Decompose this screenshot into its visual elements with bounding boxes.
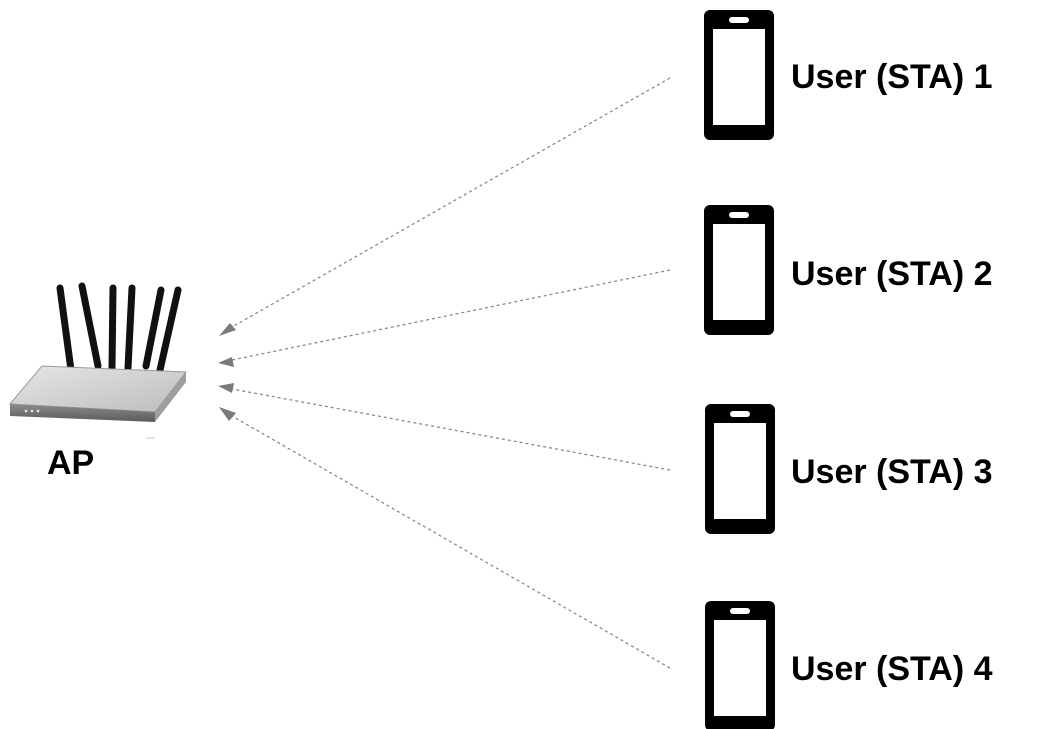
arrowhead-1 bbox=[219, 323, 236, 336]
station-label-1: User (STA) 1 bbox=[791, 58, 993, 96]
arrowhead-2 bbox=[218, 357, 234, 367]
smartphone-icon bbox=[705, 601, 775, 729]
arrowhead-4 bbox=[219, 407, 236, 421]
router-front bbox=[10, 404, 155, 422]
links bbox=[218, 77, 671, 669]
smartphone-icon bbox=[704, 10, 774, 140]
ap-label: AP bbox=[47, 444, 95, 482]
link-sta-2 bbox=[231, 269, 671, 361]
antennas bbox=[56, 282, 182, 374]
router-icon bbox=[8, 282, 187, 439]
router-top bbox=[8, 365, 187, 413]
arrowhead-3 bbox=[218, 383, 234, 393]
link-sta-1 bbox=[231, 77, 671, 328]
link-sta-4 bbox=[231, 415, 671, 669]
router-side bbox=[155, 372, 186, 422]
smartphone-icon bbox=[705, 404, 775, 534]
station-label-2: User (STA) 2 bbox=[791, 255, 993, 293]
station-label-3: User (STA) 3 bbox=[791, 453, 993, 491]
link-sta-3 bbox=[231, 388, 671, 471]
station-label-4: User (STA) 4 bbox=[791, 650, 993, 688]
smartphone-icon bbox=[704, 205, 774, 335]
